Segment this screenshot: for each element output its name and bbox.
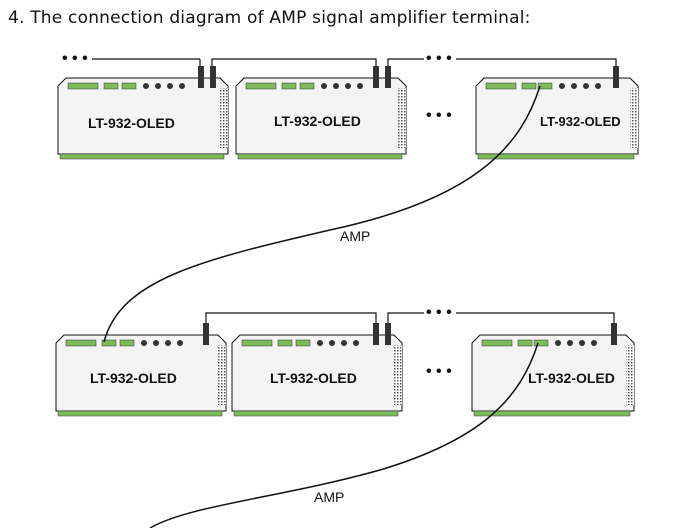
device-box: LT-932-OLED [471,323,635,417]
svg-text:LT-932-OLED: LT-932-OLED [528,370,615,386]
svg-text:• • •: • • • [62,50,88,67]
svg-text:• • •: • • • [426,50,452,67]
svg-text:LT-932-OLED: LT-932-OLED [540,114,621,129]
svg-text:LT-932-OLED: LT-932-OLED [270,370,357,386]
row1-ellipsis-left: • • • [62,50,88,67]
svg-text:LT-932-OLED: LT-932-OLED [274,113,361,129]
row2-middle-ellipsis: • • • [426,363,452,380]
diagram-title: 4. The connection diagram of AMP signal … [8,8,531,28]
svg-text:• • •: • • • [426,304,452,321]
device-box: LT-932-OLED [231,323,403,417]
device-box: LT-932-OLED [235,66,407,160]
row2-wiring [205,312,615,325]
amp-label: AMP [314,489,344,505]
row1-middle-ellipsis: • • • [426,107,452,124]
device-box: LT-932-OLED [475,66,639,160]
svg-text:• • •: • • • [426,107,452,124]
row2-ellipsis: • • • [426,304,452,321]
device-box: LT-932-OLED [57,66,229,160]
amp-label: AMP [340,228,370,244]
amp-cable [103,85,541,343]
amp-cable [149,342,539,528]
svg-text:LT-932-OLED: LT-932-OLED [90,370,177,386]
svg-text:• • •: • • • [426,363,452,380]
device-box: LT-932-OLED [55,323,227,417]
row1-wiring [92,58,617,68]
row1-ellipsis-right: • • • [426,50,452,67]
svg-text:LT-932-OLED: LT-932-OLED [88,115,175,131]
